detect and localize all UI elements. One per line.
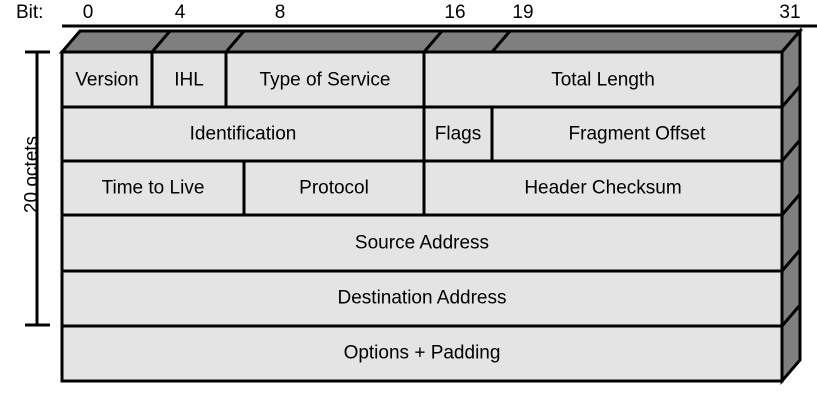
field-ihl: IHL: [174, 69, 204, 91]
field-source-address: Source Address: [354, 232, 490, 254]
fold-row4: [780, 249, 802, 272]
slant-bit4: [150, 30, 172, 53]
field-time-to-live: Time to Live: [101, 177, 205, 199]
bit-tick-16: 16: [444, 2, 466, 23]
bit-tick-0: 0: [82, 2, 94, 23]
fold-row1: [780, 85, 802, 108]
field-divider-lines: [150, 52, 494, 215]
field-version: Version: [75, 69, 139, 91]
field-destination-address: Destination Address: [337, 287, 507, 309]
field-protocol: Protocol: [299, 177, 369, 199]
bit-tick-8: 8: [274, 2, 286, 23]
bit-tick-4: 4: [174, 2, 186, 23]
bit-tick-31: 31: [779, 2, 801, 23]
field-fragment-offset: Fragment Offset: [568, 123, 706, 145]
bit-ruler-caption: Bit:: [16, 2, 44, 23]
fold-row2: [780, 139, 802, 162]
box-top-face: [58, 29, 804, 54]
side-face-fold-lines: [780, 85, 802, 327]
slant-bit8: [224, 30, 246, 53]
field-type-of-service: Type of Service: [259, 69, 391, 91]
bit-tick-19: 19: [512, 2, 534, 23]
top-face-slant-ticks: [150, 30, 512, 53]
field-total-length: Total Length: [551, 69, 655, 91]
slant-bit19: [490, 30, 512, 53]
field-header-checksum: Header Checksum: [524, 177, 682, 199]
field-flags: Flags: [434, 123, 482, 145]
fold-row3: [780, 193, 802, 216]
field-options-padding: Options + Padding: [343, 342, 501, 364]
fold-row5: [780, 304, 802, 327]
slant-bit16: [422, 30, 444, 53]
row-separator-lines: [62, 105, 782, 328]
field-identification: Identification: [189, 123, 297, 145]
octets-bracket-label: 20 octets: [21, 135, 43, 214]
octets-bracket: [25, 50, 50, 327]
